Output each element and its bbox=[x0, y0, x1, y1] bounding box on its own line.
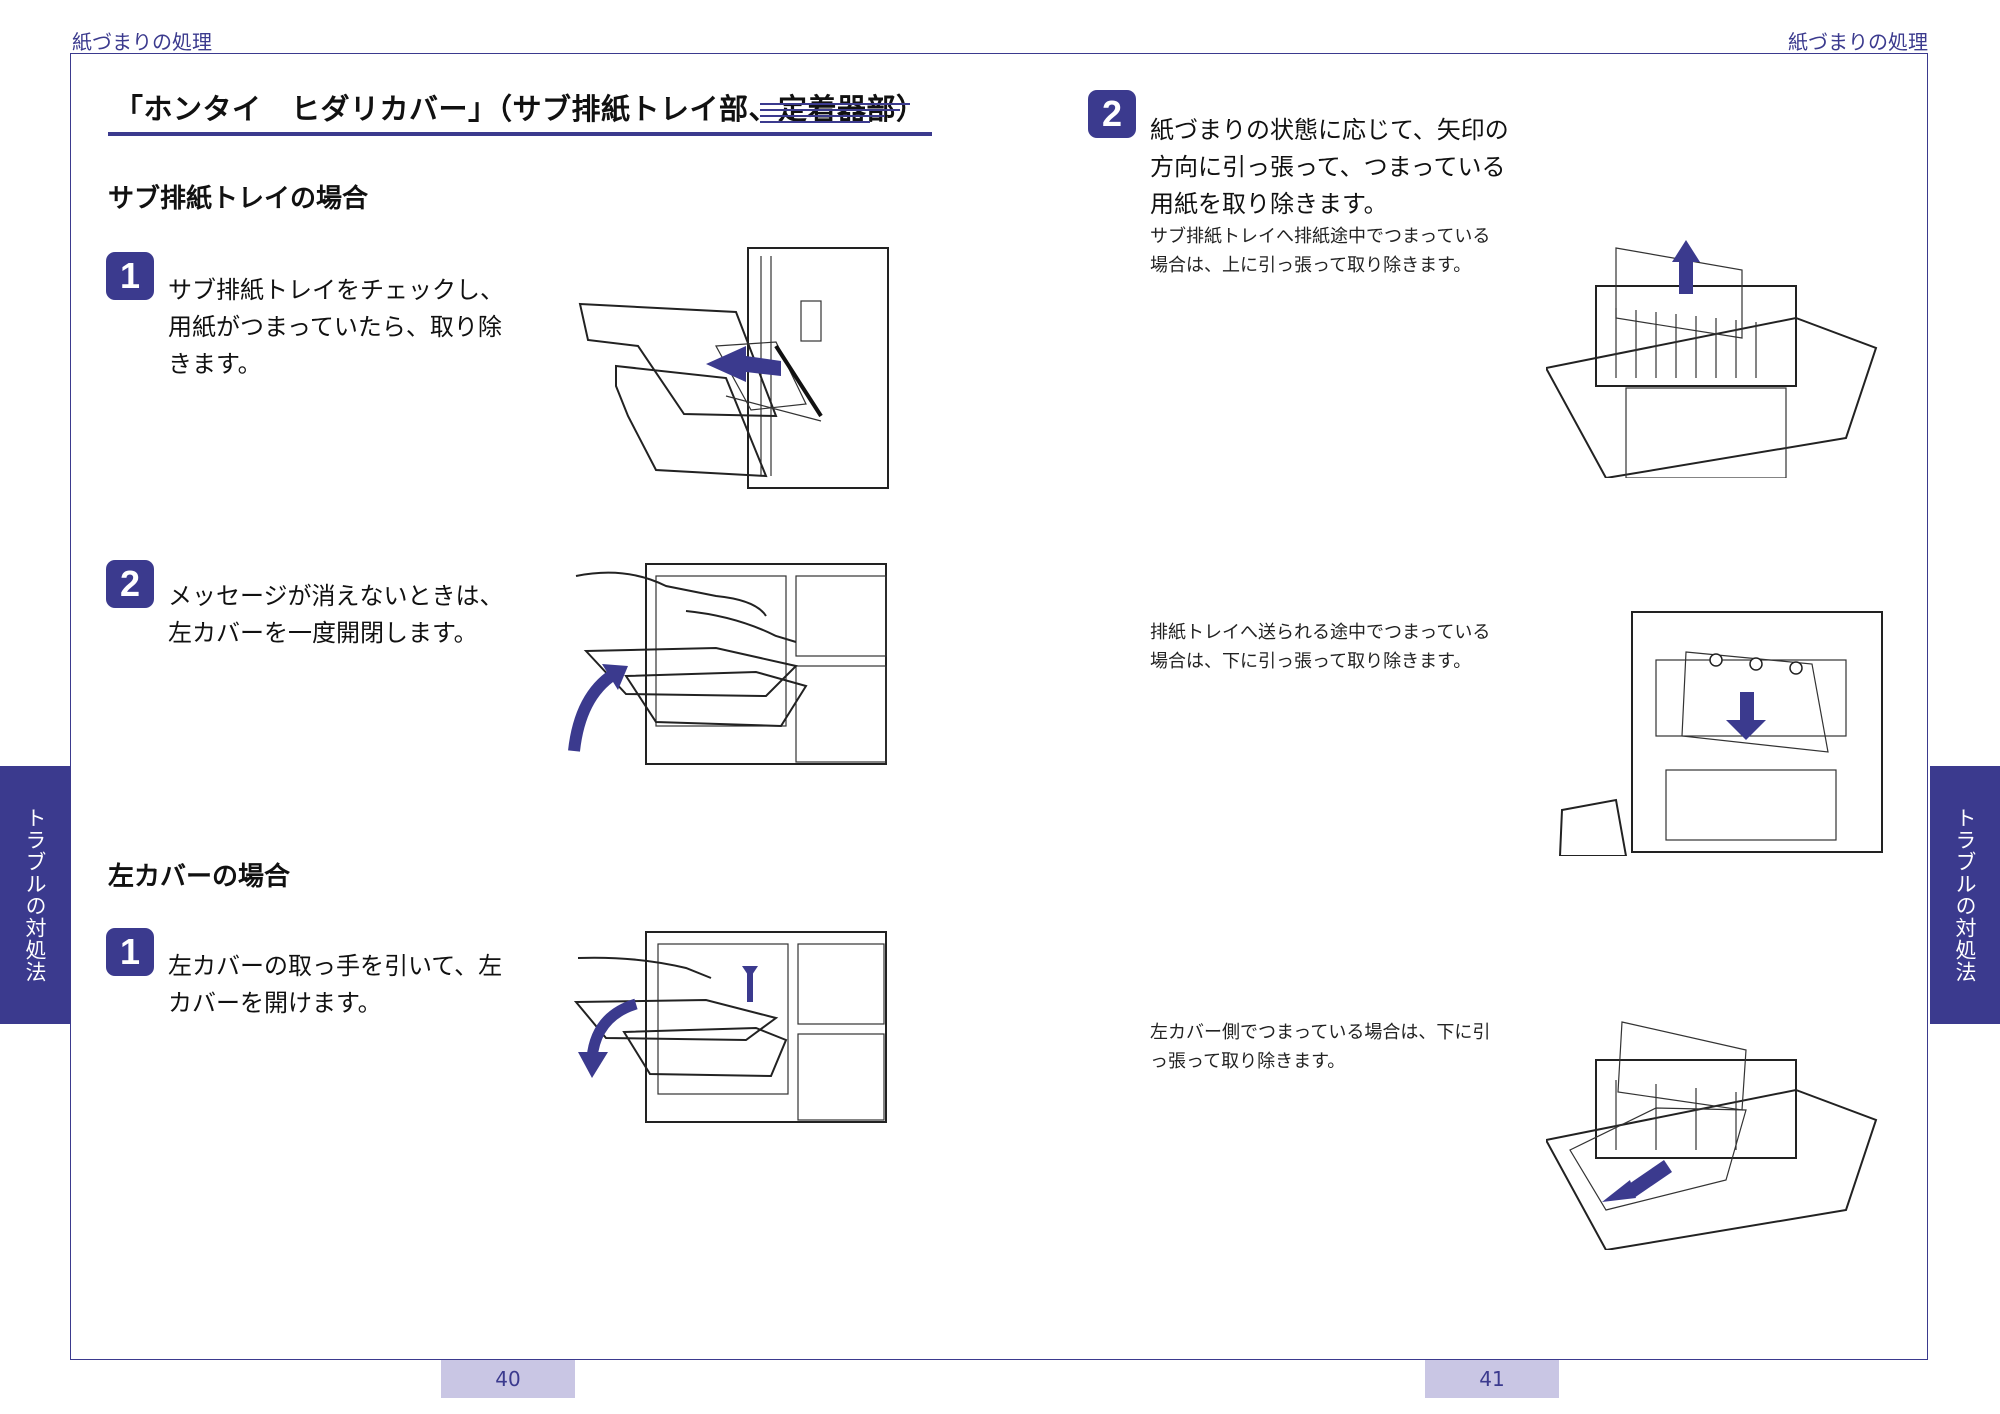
illustration-remove-left-cover bbox=[1546, 1021, 1878, 1250]
step-text: 紙づまりの状態に応じて、矢印の方向に引っ張って、つまっている用紙を取り除きます。 bbox=[1150, 116, 1509, 218]
page-number-right: 41 bbox=[1425, 1360, 1559, 1398]
arrow-down-icon bbox=[1726, 692, 1766, 740]
note-text: 排紙トレイへ送られる途中でつまっている場合は、下に引っ張って取り除きます。 bbox=[1150, 622, 1491, 672]
illustration-close-left-cover bbox=[568, 563, 887, 765]
page-number-left: 40 bbox=[441, 1360, 575, 1398]
illustration-remove-down bbox=[1558, 611, 1883, 856]
step-text: サブ排紙トレイをチェックし、用紙がつまっていたら、取り除きます。 bbox=[168, 276, 504, 378]
step-badge: 2 bbox=[1088, 90, 1136, 138]
step-badge: 1 bbox=[106, 252, 154, 300]
running-head-left: 紙づまりの処理 bbox=[72, 30, 212, 54]
step-badge: 1 bbox=[106, 928, 154, 976]
illustration-sub-tray-paper bbox=[578, 247, 889, 489]
subheading-left-cover: 左カバーの場合 bbox=[108, 862, 291, 892]
subheading-sub-tray: サブ排紙トレイの場合 bbox=[108, 184, 369, 214]
step-badge: 2 bbox=[106, 560, 154, 608]
arrow-left-icon bbox=[1602, 1160, 1672, 1202]
side-tab-right[interactable]: トラブルの対処法 bbox=[1930, 766, 2000, 1024]
side-tab-left-label: トラブルの対処法 bbox=[23, 807, 47, 983]
illustration-open-left-cover bbox=[573, 931, 887, 1123]
running-head-right: 紙づまりの処理 bbox=[1788, 30, 1928, 54]
step-text: メッセージが消えないときは、左カバーを一度開閉します。 bbox=[168, 582, 504, 647]
arrow-curved-up-icon bbox=[568, 664, 628, 752]
title-decoration bbox=[760, 103, 910, 123]
page-frame bbox=[70, 53, 1928, 1360]
illustration-remove-up bbox=[1546, 240, 1878, 478]
arrow-curved-down-icon bbox=[578, 998, 638, 1078]
arrow-left-icon bbox=[706, 346, 781, 382]
side-tab-left[interactable]: トラブルの対処法 bbox=[0, 766, 70, 1024]
side-tab-right-label: トラブルの対処法 bbox=[1953, 807, 1977, 983]
arrow-up-icon bbox=[1672, 240, 1700, 294]
arrow-up-icon bbox=[742, 966, 758, 1002]
note-text: サブ排紙トレイへ排紙途中でつまっている場合は、上に引っ張って取り除きます。 bbox=[1150, 226, 1491, 276]
note-text: 左カバー側でつまっている場合は、下に引っ張って取り除きます。 bbox=[1150, 1022, 1491, 1072]
step-text: 左カバーの取っ手を引いて、左カバーを開けます。 bbox=[168, 952, 503, 1017]
